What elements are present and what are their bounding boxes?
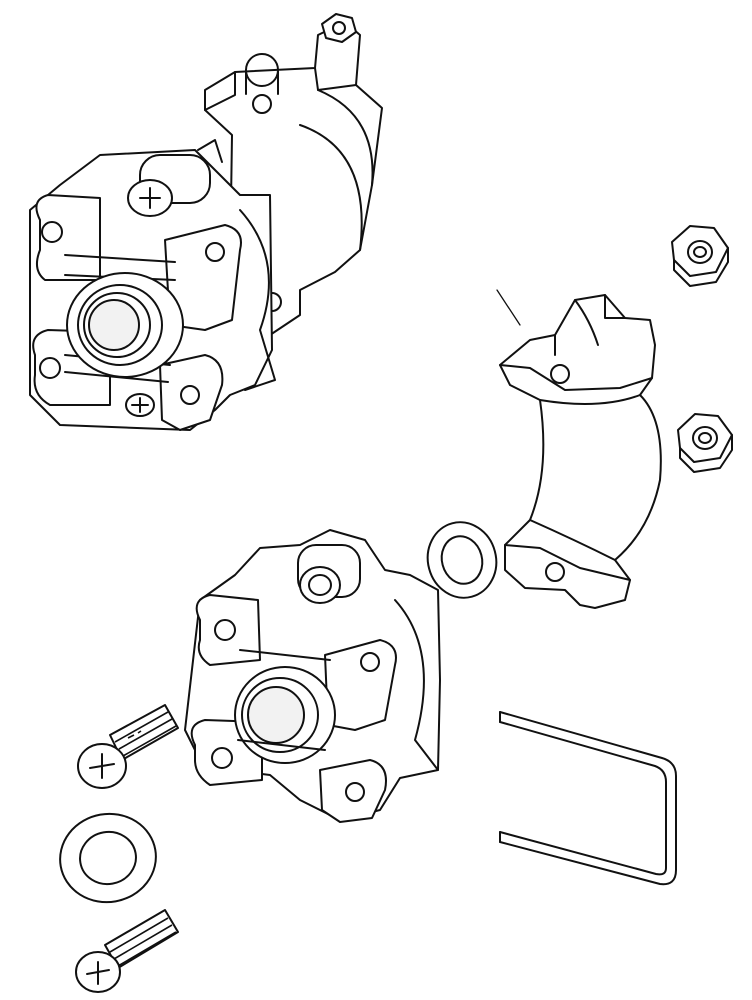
caliper-assembly-top bbox=[29, 139, 276, 431]
phillips-screw-upper bbox=[77, 704, 179, 789]
phillips-screw-lower bbox=[75, 909, 179, 993]
hex-nut-top-of-bracket bbox=[321, 13, 357, 43]
caliper-assembly-bottom bbox=[184, 529, 441, 823]
washer-middle bbox=[426, 521, 498, 599]
hex-nut-right bbox=[677, 413, 733, 473]
hex-nut-top bbox=[671, 225, 729, 287]
washer-lower bbox=[59, 812, 157, 904]
bracket-half-right bbox=[496, 289, 662, 609]
cable-guide-wire bbox=[499, 711, 677, 886]
